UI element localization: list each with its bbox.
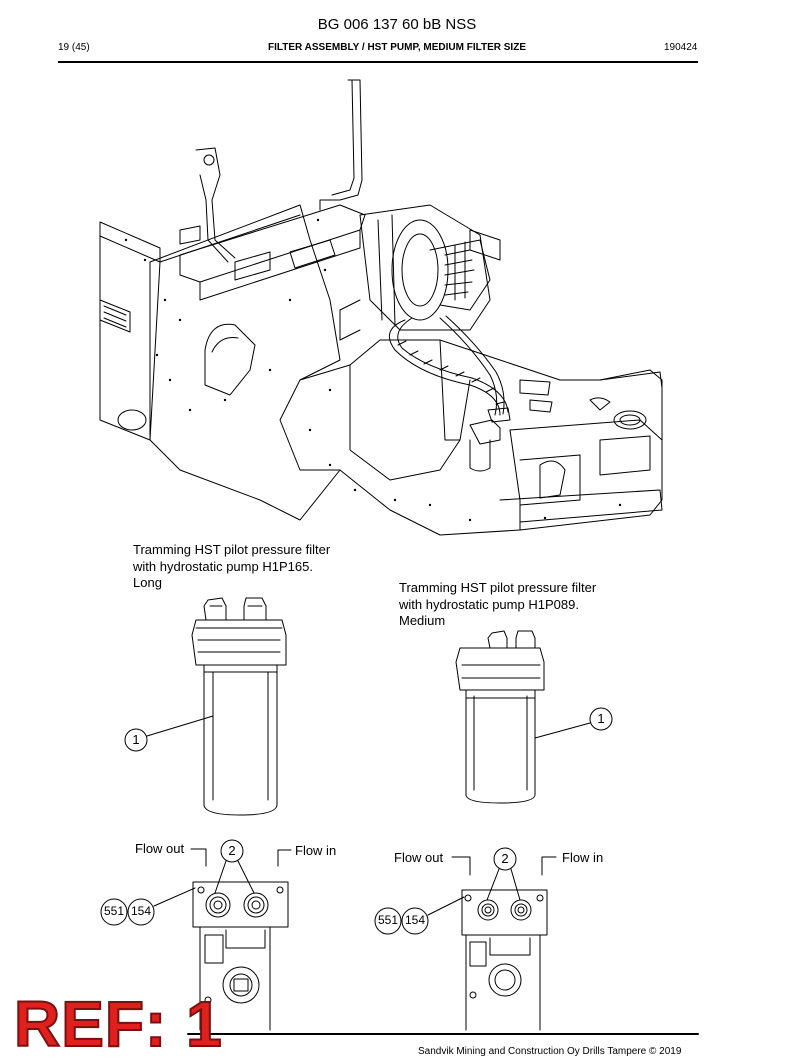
document-title: BG 006 137 60 bB NSS bbox=[317, 16, 477, 33]
long-filter-port-view bbox=[192, 881, 289, 1031]
caption-medium-line-2: with hydrostatic pump H1P089. bbox=[399, 596, 579, 612]
header-rule bbox=[58, 61, 698, 63]
flow-in-medium-label: Flow in bbox=[562, 850, 604, 865]
callout-551-long bbox=[100, 898, 128, 926]
callout-154-medium bbox=[401, 907, 429, 935]
callout-2-medium bbox=[493, 847, 517, 871]
page-number: 19 (45) bbox=[58, 42, 90, 53]
callout-1-medium-label: 1 bbox=[597, 711, 605, 726]
callout-1-long-label: 1 bbox=[132, 732, 140, 747]
callout-154-long bbox=[127, 898, 155, 926]
section-title: FILTER ASSEMBLY / HST PUMP, MEDIUM FILTE… bbox=[268, 42, 526, 53]
callout-551-medium bbox=[374, 907, 402, 935]
caption-medium-line-3: Medium bbox=[399, 613, 446, 628]
caption-long-line-2: with hydrostatic pump H1P165. bbox=[133, 558, 313, 574]
caption-long-filter: Tramming HST pilot pressure filter with … bbox=[133, 542, 330, 592]
callout-1-medium bbox=[589, 707, 613, 731]
caption-long-line-1: Tramming HST pilot pressure filter bbox=[133, 542, 331, 557]
flow-out-long-label: Flow out bbox=[135, 841, 185, 856]
callout-154-long-label: 154 bbox=[130, 904, 152, 918]
callout-551-medium-label: 551 bbox=[377, 913, 399, 927]
footer-copyright: Sandvik Mining and Construction Oy Drill… bbox=[418, 1046, 682, 1057]
caption-medium-line-1: Tramming HST pilot pressure filter bbox=[399, 580, 597, 595]
callout-leaders bbox=[100, 707, 613, 935]
long-filter-illustration bbox=[191, 597, 287, 816]
callout-154-medium-label: 154 bbox=[404, 913, 426, 927]
medium-filter-illustration bbox=[455, 630, 545, 804]
callout-551-long-label: 551 bbox=[103, 904, 125, 918]
caption-medium-filter: Tramming HST pilot pressure filter with … bbox=[399, 580, 596, 630]
machine-frame-illustration bbox=[99, 79, 663, 536]
document-code: 190424 bbox=[664, 42, 698, 53]
callout-2-medium-label: 2 bbox=[501, 851, 509, 866]
callout-2-long-label: 2 bbox=[228, 843, 236, 858]
flow-in-long-label: Flow in bbox=[295, 843, 337, 858]
callout-1-long bbox=[124, 728, 148, 752]
medium-filter-port-view bbox=[461, 889, 548, 1031]
callout-2-long bbox=[220, 839, 244, 863]
ref-stamp: REF: 1 bbox=[13, 988, 223, 1060]
caption-long-line-3: Long bbox=[133, 575, 162, 590]
flow-out-medium-label: Flow out bbox=[394, 850, 444, 865]
